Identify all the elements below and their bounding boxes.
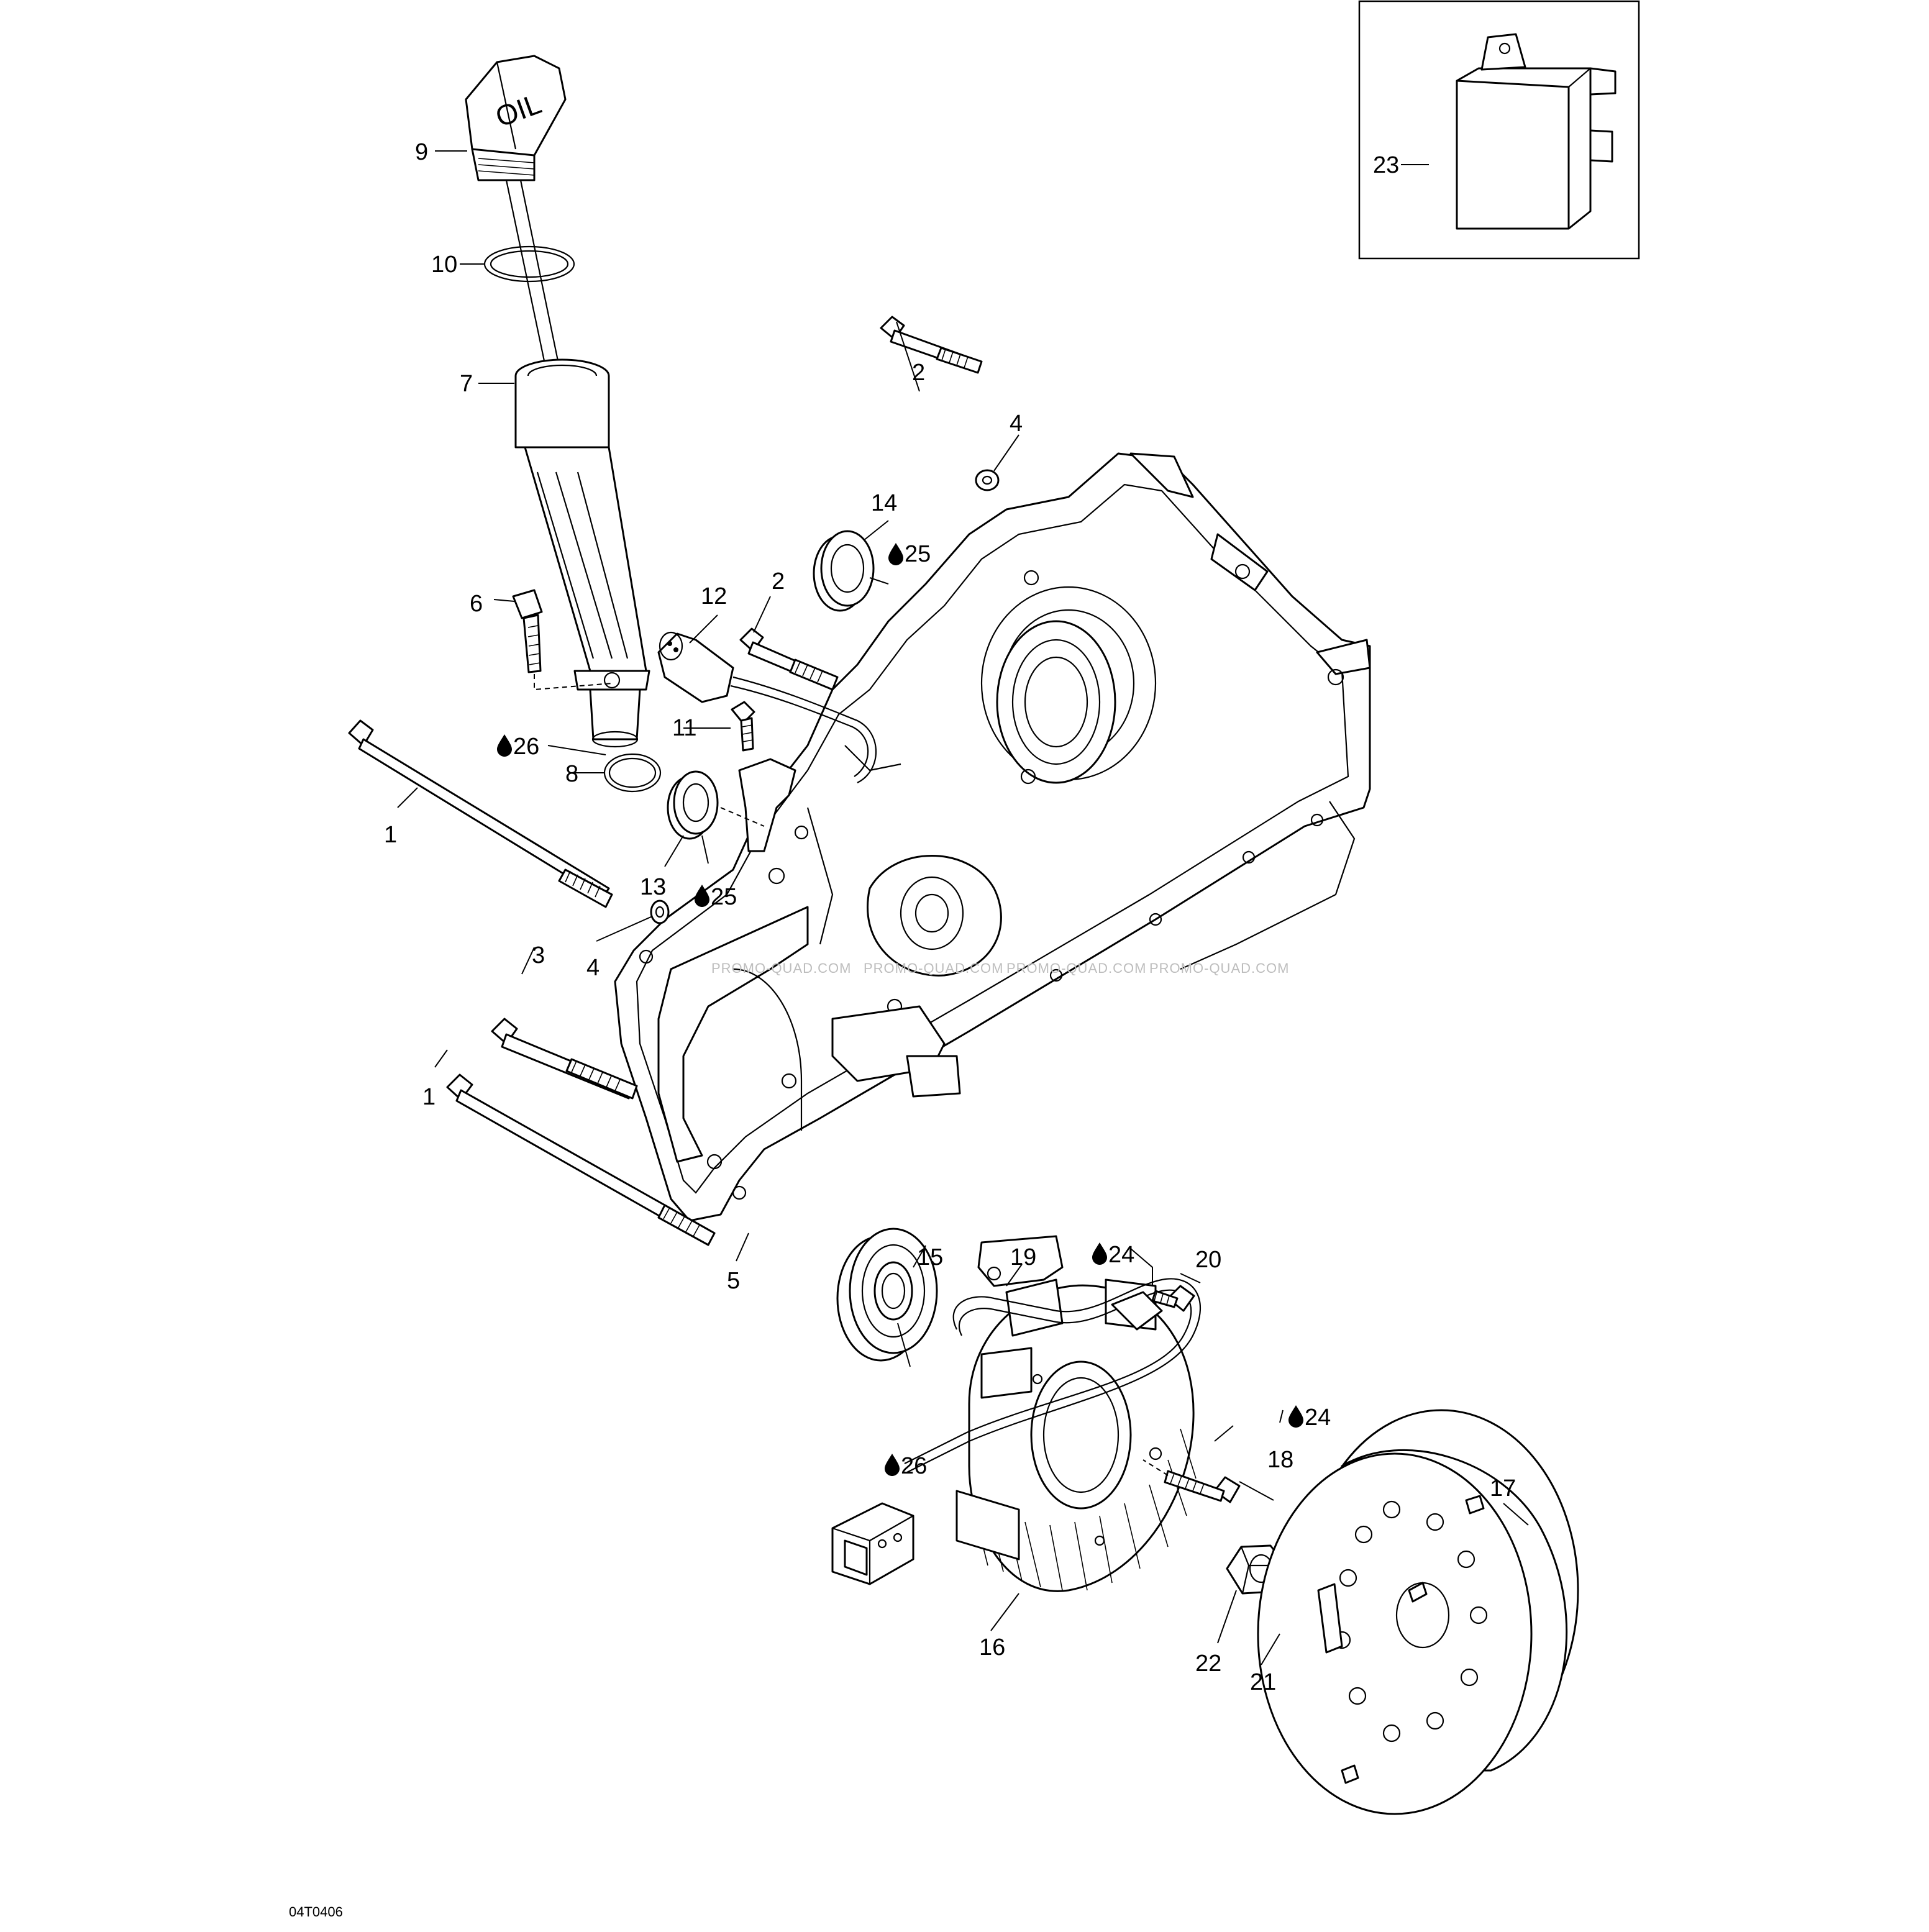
oil-drop-icon-25a	[888, 543, 903, 565]
callout-24b: 24	[1305, 1405, 1331, 1431]
oil-drop-icon-26a	[497, 734, 512, 757]
part-16-stator[interactable]	[955, 1278, 1197, 1592]
watermark-text-3: PROMO-QUAD.COM	[1006, 960, 1146, 976]
part-9-oil-filler-cap[interactable]: OIL	[465, 55, 567, 181]
callout-6: 6	[470, 591, 483, 617]
part-20-screw[interactable]	[1151, 1285, 1195, 1312]
part-23-ignition-module[interactable]	[1456, 33, 1617, 230]
callout-16: 16	[979, 1634, 1005, 1661]
oil-drop-icon-24a	[1092, 1242, 1107, 1265]
watermark-text-1: PROMO-QUAD.COM	[711, 960, 851, 976]
callout-15: 15	[917, 1244, 943, 1270]
drawing-reference-code: 04T0406	[289, 1904, 343, 1920]
callout-1b: 1	[422, 1084, 436, 1110]
callout-21: 21	[1250, 1669, 1276, 1695]
callout-25a: 25	[905, 541, 931, 567]
part-13-oil-seal[interactable]	[667, 770, 765, 840]
part-17-rotor[interactable]	[1257, 1409, 1579, 1815]
part-19-wiring-harness[interactable]	[904, 1235, 1201, 1473]
inset-box-23	[1358, 0, 1640, 260]
callout-20: 20	[1195, 1247, 1221, 1273]
callout-1a: 1	[384, 822, 397, 848]
callout-26b: 26	[901, 1453, 927, 1479]
callout-4b: 4	[586, 955, 600, 981]
oil-drop-icon-24b	[1288, 1405, 1303, 1428]
callout-26a: 26	[513, 734, 539, 760]
part-7-oil-strainer[interactable]	[514, 358, 650, 748]
callout-labels: 9 10 7 6 26 8 1 11 12 2 2 4 14 25 13 25 …	[384, 139, 1516, 1695]
watermark-row: PROMO-QUAD.COM PROMO-QUAD.COM PROMO-QUAD…	[711, 960, 1289, 976]
watermark-text-4: PROMO-QUAD.COM	[1149, 960, 1289, 976]
part-2-screw-middle[interactable]	[739, 627, 839, 691]
part-2-screw-upper[interactable]	[880, 316, 983, 374]
part-1-long-screw-upper[interactable]	[348, 719, 613, 908]
callout-2a: 2	[912, 360, 925, 386]
callout-13: 13	[640, 874, 666, 900]
callout-3: 3	[532, 942, 545, 968]
callout-7: 7	[460, 371, 473, 397]
part-10-o-ring[interactable]	[483, 245, 575, 283]
callout-2b: 2	[772, 568, 785, 595]
oil-drop-icon-26b	[885, 1454, 900, 1476]
callout-22: 22	[1195, 1651, 1221, 1677]
callout-25b: 25	[711, 884, 737, 910]
callout-19: 19	[1010, 1244, 1036, 1270]
callout-5: 5	[727, 1268, 740, 1294]
callout-9: 9	[415, 139, 428, 165]
part-14-oil-seal[interactable]	[813, 530, 875, 612]
callout-23: 23	[1373, 152, 1399, 178]
callout-14: 14	[871, 490, 897, 516]
watermark-text-2: PROMO-QUAD.COM	[864, 960, 1003, 976]
part-18-screw[interactable]	[1142, 1459, 1241, 1503]
callout-11: 11	[672, 715, 696, 741]
callout-18: 18	[1267, 1447, 1293, 1473]
part-5-crankcase-cover[interactable]	[614, 452, 1371, 1222]
callout-12: 12	[701, 583, 727, 609]
part-6-screw[interactable]	[512, 589, 613, 691]
part-3-screw[interactable]	[491, 1018, 638, 1100]
part-4-washer-upper[interactable]	[975, 469, 1000, 491]
leader-lines	[397, 150, 1529, 1665]
callout-8: 8	[565, 761, 578, 787]
part-15-ball-bearing[interactable]	[836, 1228, 938, 1362]
callout-24a: 24	[1108, 1242, 1134, 1268]
stator-connector[interactable]	[831, 1502, 914, 1585]
part-1-long-screw-lower[interactable]	[446, 1073, 716, 1246]
callout-10: 10	[431, 252, 457, 278]
callout-17: 17	[1490, 1475, 1516, 1501]
part-4-washer-lower[interactable]	[650, 900, 670, 924]
callout-4a: 4	[1010, 411, 1023, 437]
part-12-sensor-connector[interactable]	[657, 631, 877, 852]
part-8-o-ring[interactable]	[603, 753, 662, 793]
part-11-screw[interactable]	[731, 701, 755, 752]
